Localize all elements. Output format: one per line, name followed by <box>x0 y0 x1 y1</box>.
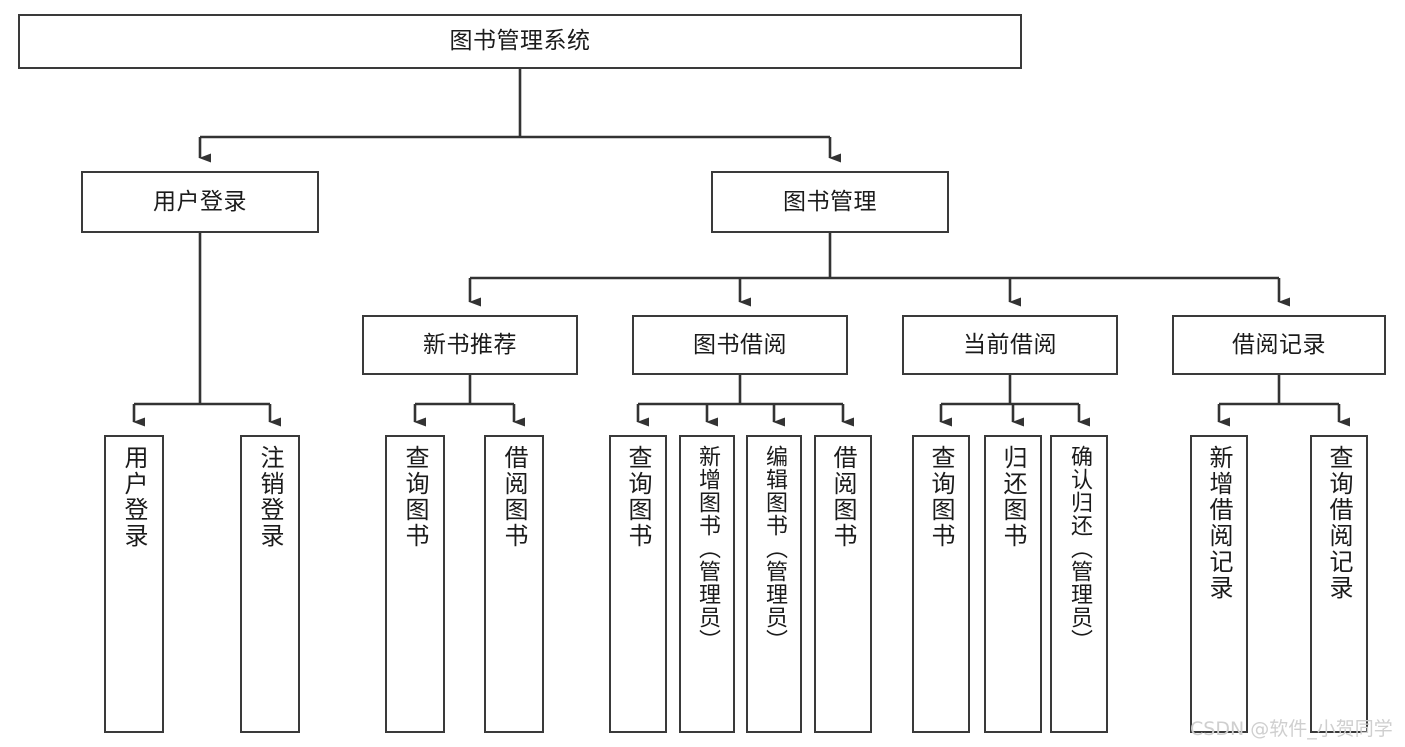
node-current-borrow[interactable]: 当前借阅 <box>902 315 1118 375</box>
node-leaf-edit-book-admin[interactable]: 编辑图书（管理员） <box>746 435 802 733</box>
node-leaf-user-login[interactable]: 用户登录 <box>104 435 164 733</box>
node-label: 图书管理 <box>783 188 877 215</box>
node-leaf-user-logout[interactable]: 注销登录 <box>240 435 300 733</box>
node-label: 注销登录 <box>256 445 284 549</box>
node-leaf-add-borrow-record[interactable]: 新增借阅记录 <box>1190 435 1248 733</box>
node-label: 查询图书 <box>624 445 652 549</box>
node-label: 当前借阅 <box>963 331 1057 358</box>
node-label: 新增借阅记录 <box>1205 445 1233 601</box>
node-label: 用户登录 <box>153 188 247 215</box>
node-leaf-add-book-admin[interactable]: 新增图书（管理员） <box>679 435 735 733</box>
node-book-borrow[interactable]: 图书借阅 <box>632 315 848 375</box>
node-leaf-borrow-book-borrow[interactable]: 借阅图书 <box>814 435 872 733</box>
node-label: 编辑图书（管理员） <box>762 445 787 652</box>
node-leaf-query-book-newbook[interactable]: 查询图书 <box>385 435 445 733</box>
node-user-login-module[interactable]: 用户登录 <box>81 171 319 233</box>
node-label: 新增图书（管理员） <box>695 445 720 652</box>
node-label: 图书借阅 <box>693 331 787 358</box>
node-label: 借阅记录 <box>1232 331 1326 358</box>
node-label: 查询图书 <box>927 445 955 549</box>
node-label: 查询图书 <box>401 445 429 549</box>
node-borrow-record[interactable]: 借阅记录 <box>1172 315 1386 375</box>
node-leaf-query-book-borrow[interactable]: 查询图书 <box>609 435 667 733</box>
node-label: 图书管理系统 <box>449 28 591 54</box>
node-label: 借阅图书 <box>829 445 857 549</box>
node-leaf-return-book[interactable]: 归还图书 <box>984 435 1042 733</box>
node-leaf-query-borrow-record[interactable]: 查询借阅记录 <box>1310 435 1368 733</box>
node-new-book-recommend[interactable]: 新书推荐 <box>362 315 578 375</box>
node-label: 新书推荐 <box>423 331 517 358</box>
node-label: 用户登录 <box>120 445 148 549</box>
node-label: 借阅图书 <box>500 445 528 549</box>
node-leaf-borrow-book-newbook[interactable]: 借阅图书 <box>484 435 544 733</box>
node-leaf-query-book-current[interactable]: 查询图书 <box>912 435 970 733</box>
node-book-management-module[interactable]: 图书管理 <box>711 171 949 233</box>
node-label: 确认归还（管理员） <box>1067 445 1092 652</box>
node-label: 查询借阅记录 <box>1325 445 1353 601</box>
node-leaf-confirm-return-admin[interactable]: 确认归还（管理员） <box>1050 435 1108 733</box>
node-root-system[interactable]: 图书管理系统 <box>18 14 1022 69</box>
node-label: 归还图书 <box>999 445 1027 549</box>
